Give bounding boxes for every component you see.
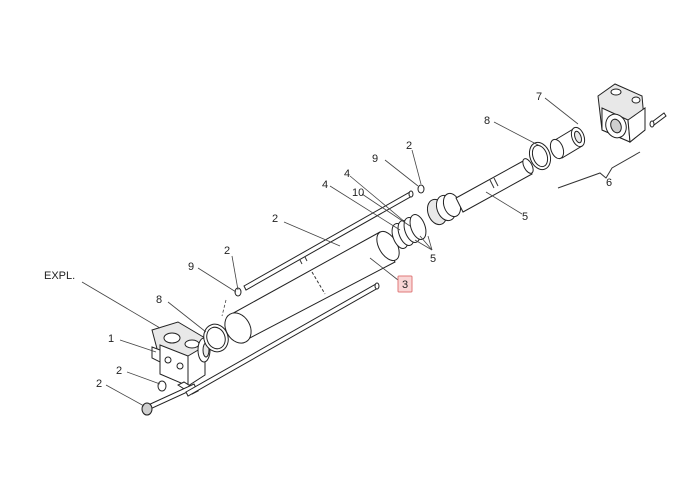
piston-rod-part <box>426 158 534 226</box>
callout-1: 1 <box>108 333 114 345</box>
piston-seal-stack <box>391 214 427 249</box>
callout-4-lower: 4 <box>322 179 328 191</box>
leader-lines <box>81 97 579 407</box>
group-bracket-6 <box>557 151 641 189</box>
callout-8-base: 8 <box>156 294 162 306</box>
o-ring-base <box>203 323 229 353</box>
washer-right-9 <box>417 184 425 194</box>
callout-6: 6 <box>606 177 612 189</box>
callout-10: 10 <box>352 187 364 199</box>
tie-rod-lower <box>185 282 380 397</box>
callout-5-seals: 5 <box>430 253 436 265</box>
cylinder-tube-part <box>224 230 400 344</box>
bolt-lower-left <box>141 383 197 416</box>
callout-2-bolt-left: 2 <box>116 365 122 377</box>
callout-2-top: 2 <box>406 140 412 152</box>
o-ring-rod-end <box>528 141 552 171</box>
rod-end-head-part <box>597 83 646 143</box>
callout-4-upper: 4 <box>344 168 350 180</box>
washer-lower-left <box>157 380 167 392</box>
callout-7: 7 <box>536 91 542 103</box>
callout-3-highlight <box>397 275 413 293</box>
callout-9-upper: 9 <box>372 153 378 165</box>
callout-9-lower: 9 <box>188 261 194 273</box>
callout-2-bolt-lower: 2 <box>96 378 102 390</box>
callout-expl: EXPL. <box>44 270 75 282</box>
callout-8-rod: 8 <box>484 115 490 127</box>
callout-3: 3 <box>402 279 408 291</box>
bushing-part <box>549 126 586 160</box>
callout-5-rod: 5 <box>522 211 528 223</box>
callout-2-tube: 2 <box>272 213 278 225</box>
screw-right <box>649 112 667 128</box>
callout-2-tie-rod: 2 <box>224 245 230 257</box>
